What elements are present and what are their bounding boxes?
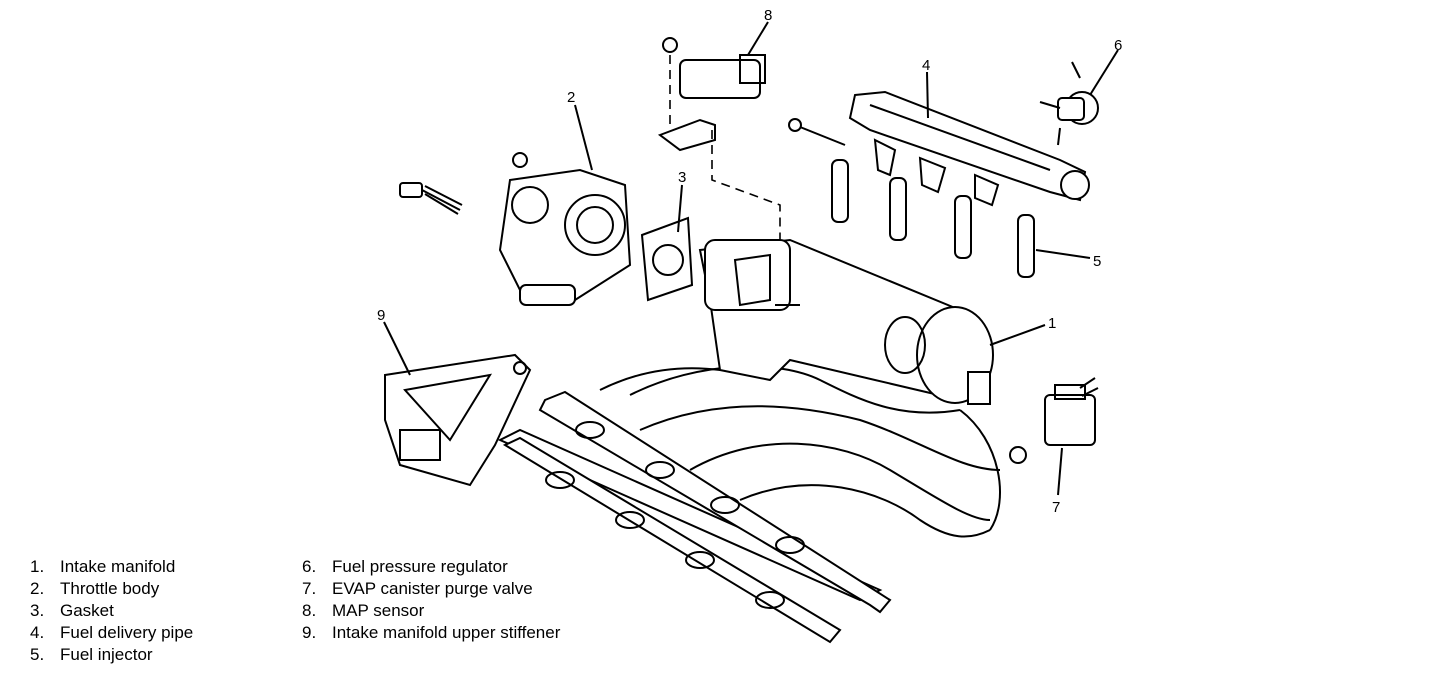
legend-item: 3. Gasket — [30, 600, 193, 622]
manifold-runners — [599, 365, 1001, 538]
legend-number: 1. — [30, 557, 45, 576]
legend-item: 4. Fuel delivery pipe — [30, 622, 193, 644]
legend-item: 8. MAP sensor — [302, 600, 560, 622]
fuel-delivery-pipe — [788, 90, 1090, 207]
fuel-pressure-regulator — [1039, 61, 1099, 146]
legend-number: 6. — [302, 557, 317, 576]
legend-right-column: 6. Fuel pressure regulator 7. EVAP caniste… — [302, 556, 560, 644]
evap-canister-purge-valve — [1009, 377, 1099, 464]
callout-9: 9 — [377, 307, 385, 324]
legend-label: Intake manifold — [60, 557, 176, 576]
legend-label: Fuel pressure regulator — [332, 557, 508, 576]
callout-1: 1 — [1048, 315, 1056, 332]
legend-item: 5. Fuel injector — [30, 644, 193, 666]
legend-number: 9. — [302, 623, 317, 642]
legend-number: 3. — [30, 601, 45, 620]
legend-label: Throttle body — [60, 579, 160, 598]
callout-2: 2 — [567, 89, 575, 106]
legend-item: 6. Fuel pressure regulator — [302, 556, 560, 578]
legend-number: 8. — [302, 601, 317, 620]
intake-manifold — [698, 238, 994, 405]
legend-number: 2. — [30, 579, 45, 598]
callout-7: 7 — [1052, 499, 1060, 516]
legend-number: 4. — [30, 623, 45, 642]
throttle-body — [498, 152, 632, 306]
callout-8: 8 — [764, 7, 772, 24]
legend-left-column: 1. Intake manifold 2. Throttle body 3. Gask… — [30, 556, 193, 666]
throttle-body-gasket — [640, 216, 694, 302]
callout-3: 3 — [678, 169, 686, 186]
legend-label: EVAP canister purge valve — [332, 579, 533, 598]
callout-6: 6 — [1114, 37, 1122, 54]
throttle-body-bolt — [399, 182, 463, 215]
legend-label: Fuel delivery pipe — [60, 623, 194, 642]
legend-label: Fuel injector — [60, 645, 153, 664]
legend-number: 7. — [302, 579, 317, 598]
legend-item: 1. Intake manifold — [30, 556, 193, 578]
intake-manifold-upper-stiffener — [384, 353, 532, 487]
legend-item: 2. Throttle body — [30, 578, 193, 600]
callout-4: 4 — [922, 57, 930, 74]
legend-number: 5. — [30, 645, 45, 664]
legend-label: MAP sensor — [332, 601, 425, 620]
cylinder-head-flange — [497, 390, 892, 644]
legend-item: 9. Intake manifold upper stiffener — [302, 622, 560, 644]
map-sensor — [657, 37, 781, 240]
fuel-injectors — [831, 159, 1035, 278]
legend-label: Intake manifold upper stiffener — [332, 623, 561, 642]
leader-lines — [383, 21, 1119, 496]
callout-5: 5 — [1093, 253, 1101, 270]
legend-item: 7. EVAP canister purge valve — [302, 578, 560, 600]
legend-label: Gasket — [60, 601, 114, 620]
